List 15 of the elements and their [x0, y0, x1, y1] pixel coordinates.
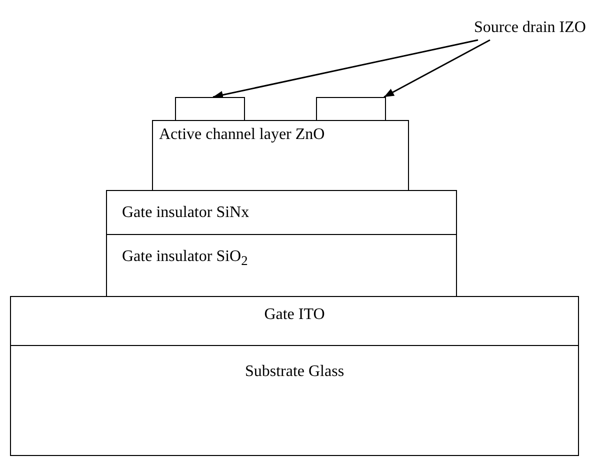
layer-label: Active channel layer ZnO	[159, 125, 326, 145]
source-electrode	[175, 97, 245, 122]
gate-layer	[10, 296, 579, 347]
insulator-layer	[106, 190, 457, 236]
channel-layer	[152, 120, 409, 192]
layer-label: Gate insulator SiO$_{2}$	[122, 247, 248, 270]
substrate-layer	[10, 345, 579, 456]
layer-label: Gate ITO	[263, 305, 326, 325]
arrow	[384, 39, 490, 98]
callout-text: Source drain IZO	[474, 18, 586, 38]
layer-label: Gate insulator SiNx	[122, 203, 250, 223]
arrow	[212, 39, 478, 99]
insulator-layer	[106, 234, 457, 298]
layer-label: Substrate Glass	[244, 362, 346, 382]
drain-electrode	[316, 97, 386, 122]
